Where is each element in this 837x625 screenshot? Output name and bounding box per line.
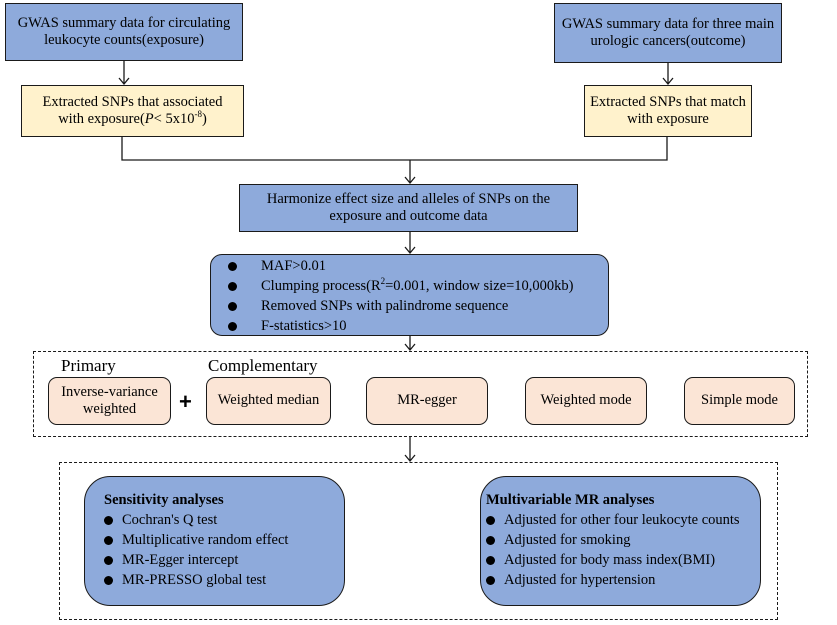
- exposure-data-box: GWAS summary data for circulating leukoc…: [5, 3, 243, 61]
- list-item: MR-Egger intercept: [104, 550, 288, 570]
- method-weighted-mode-box: Weighted mode: [525, 377, 647, 425]
- method-label: MR-egger: [397, 392, 457, 409]
- arrow-head: [404, 343, 416, 352]
- sensitivity-title: Sensitivity analyses: [104, 492, 224, 508]
- list-item: Multiplicative random effect: [104, 530, 288, 550]
- bullet-icon: [228, 321, 237, 331]
- bullet-icon: [104, 515, 113, 525]
- matched-snps-text: Extracted SNPs that match: [590, 93, 746, 110]
- method-weighted-median-box: Weighted median: [206, 377, 331, 425]
- arrow-head: [404, 176, 416, 185]
- bullet-icon: [228, 301, 237, 311]
- bullet-icon: [104, 575, 113, 585]
- matched-snps-text: with exposure: [627, 111, 709, 127]
- list-item: Clumping process(R2=0.001, window size=1…: [228, 276, 573, 296]
- list-item: Cochran's Q test: [104, 510, 288, 530]
- method-label: weighted: [82, 401, 137, 417]
- multivariable-mr-box: [480, 476, 761, 606]
- extracted-snps-text: Extracted SNPs that associated: [42, 93, 223, 110]
- harmonize-box: Harmonize effect size and alleles of SNP…: [239, 184, 578, 232]
- primary-label: Primary: [61, 356, 116, 375]
- extracted-snps-exposure-box: Extracted SNPs that associated with expo…: [21, 85, 244, 137]
- bullet-icon: [228, 281, 237, 291]
- arrow-head: [404, 454, 416, 463]
- extracted-snps-outcome-box: Extracted SNPs that match with exposure: [584, 85, 752, 137]
- list-item: Adjusted for body mass index(BMI): [486, 550, 740, 570]
- list-item: F-statistics>10: [228, 316, 573, 336]
- bullet-icon: [486, 515, 495, 525]
- methods-container: [33, 351, 808, 437]
- multivariable-title: Multivariable MR analyses: [486, 492, 655, 508]
- merge-line: [121, 137, 668, 161]
- harmonize-text: Harmonize effect size and alleles of SNP…: [266, 190, 551, 207]
- exposure-data-text: leukocyte counts(exposure): [44, 32, 204, 48]
- snp-filter-list: MAF>0.01 Clumping process(R2=0.001, wind…: [228, 256, 573, 336]
- plus-icon: +: [179, 389, 192, 414]
- bullet-icon: [486, 535, 495, 545]
- extracted-snps-text: with exposure(P< 5x10-8): [58, 109, 207, 127]
- list-item: Adjusted for other four leukocyte counts: [486, 510, 740, 530]
- bullet-icon: [104, 535, 113, 545]
- sensitivity-analyses-box: [84, 476, 345, 606]
- snp-filter-box: [210, 254, 609, 336]
- complementary-label: Complementary: [208, 356, 318, 375]
- method-label: Inverse-variance: [61, 383, 158, 400]
- exposure-data-text: GWAS summary data for circulating: [17, 14, 231, 31]
- method-simple-mode-box: Simple mode: [684, 377, 795, 425]
- method-label: Weighted median: [217, 392, 320, 409]
- bullet-icon: [486, 555, 495, 565]
- bullet-icon: [104, 555, 113, 565]
- list-item: Removed SNPs with palindrome sequence: [228, 296, 573, 316]
- analyses-container: [59, 462, 778, 620]
- sensitivity-analyses-list: Sensitivity analyses Cochran's Q test Mu…: [104, 490, 288, 590]
- arrow-head: [662, 77, 674, 86]
- list-item: MAF>0.01: [228, 256, 573, 276]
- method-ivw-box: Inverse-variance weighted: [48, 377, 171, 425]
- method-mr-egger-box: MR-egger: [366, 377, 488, 425]
- arrow-head: [404, 246, 416, 255]
- list-item: Adjusted for hypertension: [486, 570, 740, 590]
- method-label: Simple mode: [701, 392, 778, 409]
- method-label: Weighted mode: [540, 392, 632, 409]
- outcome-data-text: urologic cancers(outcome): [590, 33, 746, 49]
- bullet-icon: [228, 261, 237, 271]
- harmonize-text: exposure and outcome data: [329, 208, 488, 224]
- arrow-head: [118, 77, 130, 86]
- list-item: MR-PRESSO global test: [104, 570, 288, 590]
- outcome-data-box: GWAS summary data for three main urologi…: [554, 3, 782, 63]
- multivariable-mr-list: Multivariable MR analyses Adjusted for o…: [486, 490, 740, 590]
- bullet-icon: [486, 575, 495, 585]
- outcome-data-text: GWAS summary data for three main: [561, 15, 775, 32]
- list-item: Adjusted for smoking: [486, 530, 740, 550]
